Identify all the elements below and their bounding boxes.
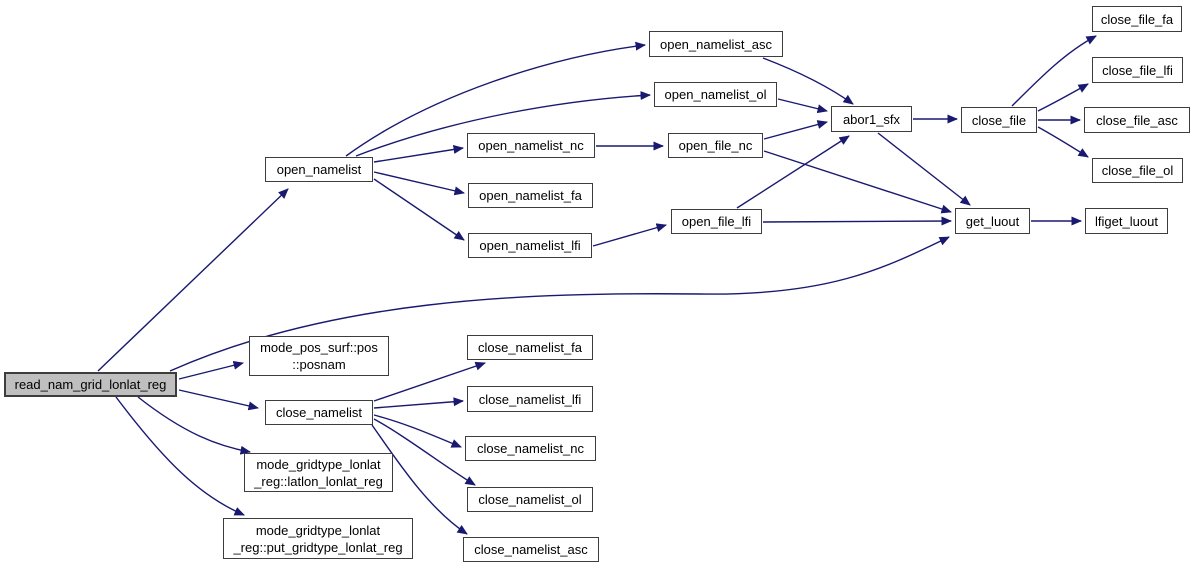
node-get-luout[interactable]: get_luout bbox=[955, 208, 1030, 234]
edge-read_nam-close_namelist bbox=[178, 389, 259, 411]
edge-open_file_lfi-get_luout bbox=[762, 216, 952, 226]
node-open-namelist-fa[interactable]: open_namelist_fa bbox=[468, 183, 593, 208]
edge-open_namelist-open_namelist_fa bbox=[373, 171, 465, 196]
node-close-namelist[interactable]: close_namelist bbox=[265, 400, 373, 425]
node-open-file-nc[interactable]: open_file_nc bbox=[668, 133, 763, 158]
node-close-namelist-fa[interactable]: close_namelist_fa bbox=[467, 335, 593, 360]
node-open-namelist-lfi[interactable]: open_namelist_lfi bbox=[468, 233, 592, 258]
node-close-namelist-ol[interactable]: close_namelist_ol bbox=[467, 487, 593, 512]
edge-read_nam-get_luout bbox=[169, 236, 950, 372]
node-open-namelist-asc[interactable]: open_namelist_asc bbox=[649, 31, 783, 57]
node-close-file-asc[interactable]: close_file_asc bbox=[1084, 107, 1190, 133]
edge-open_file_nc-abor1_sfx bbox=[763, 120, 828, 140]
node-close-file-lfi[interactable]: close_file_lfi bbox=[1092, 57, 1183, 83]
edge-abor1_sfx-get_luout bbox=[877, 132, 971, 206]
node-mode-pos-surf-posnam[interactable]: mode_pos_surf::pos ::posnam bbox=[249, 336, 389, 376]
node-close-namelist-lfi[interactable]: close_namelist_lfi bbox=[467, 386, 593, 412]
edge-read_nam-put_gridtype_lonlat_reg bbox=[115, 396, 245, 516]
edge-open_namelist-open_namelist_lfi bbox=[373, 178, 465, 241]
edge-open_namelist_ol-abor1_sfx bbox=[777, 98, 828, 114]
node-open-namelist-nc[interactable]: open_namelist_nc bbox=[467, 133, 595, 158]
node-close-file-ol[interactable]: close_file_ol bbox=[1092, 158, 1183, 183]
edge-close_file-close_file_ol bbox=[1037, 126, 1089, 158]
edge-close_namelist-close_namelist_lfi bbox=[373, 397, 464, 409]
edge-close_namelist-close_namelist_ol bbox=[373, 418, 476, 486]
node-open-file-lfi[interactable]: open_file_lfi bbox=[671, 209, 762, 234]
edge-open_namelist_asc-abor1_sfx bbox=[762, 57, 854, 105]
node-close-namelist-asc[interactable]: close_namelist_asc bbox=[463, 537, 599, 562]
node-latlon-lonlat-reg[interactable]: mode_gridtype_lonlat _reg::latlon_lonlat… bbox=[244, 453, 393, 492]
edge-read_nam-open_namelist bbox=[97, 188, 289, 372]
node-put-gridtype-lonlat-reg[interactable]: mode_gridtype_lonlat _reg::put_gridtype_… bbox=[223, 518, 413, 559]
node-close-file-fa[interactable]: close_file_fa bbox=[1092, 6, 1182, 32]
node-close-namelist-nc[interactable]: close_namelist_nc bbox=[465, 436, 596, 461]
edge-read_nam-posnam bbox=[178, 360, 244, 380]
edge-open_file_nc-get_luout bbox=[763, 150, 952, 214]
node-close-file[interactable]: close_file bbox=[961, 107, 1037, 133]
edge-open_namelist-open_namelist_asc bbox=[345, 41, 646, 157]
node-abor1-sfx[interactable]: abor1_sfx bbox=[831, 106, 912, 132]
node-open-namelist[interactable]: open_namelist bbox=[265, 157, 373, 182]
edge-open_namelist_lfi-open_file_lfi bbox=[592, 223, 667, 247]
edge-close_file-close_file_lfi bbox=[1037, 83, 1089, 112]
edge-open_namelist-open_namelist_ol bbox=[355, 91, 651, 157]
edge-close_namelist-close_namelist_asc bbox=[371, 424, 468, 535]
edge-open_file_lfi-abor1_sfx bbox=[736, 135, 850, 209]
edge-close_file-close_file_fa bbox=[1011, 35, 1097, 107]
edge-close_namelist-close_namelist_nc bbox=[373, 414, 462, 448]
node-read-nam-grid-lonlat-reg: read_nam_grid_lonlat_reg bbox=[4, 372, 177, 397]
edge-close_namelist-close_namelist_fa bbox=[373, 361, 486, 402]
node-lfiget-luout[interactable]: lfiget_luout bbox=[1085, 208, 1168, 234]
node-open-namelist-ol[interactable]: open_namelist_ol bbox=[654, 82, 777, 107]
edge-read_nam-latlon_lonlat_reg bbox=[137, 396, 251, 455]
edge-open_namelist-open_namelist_nc bbox=[373, 145, 464, 163]
